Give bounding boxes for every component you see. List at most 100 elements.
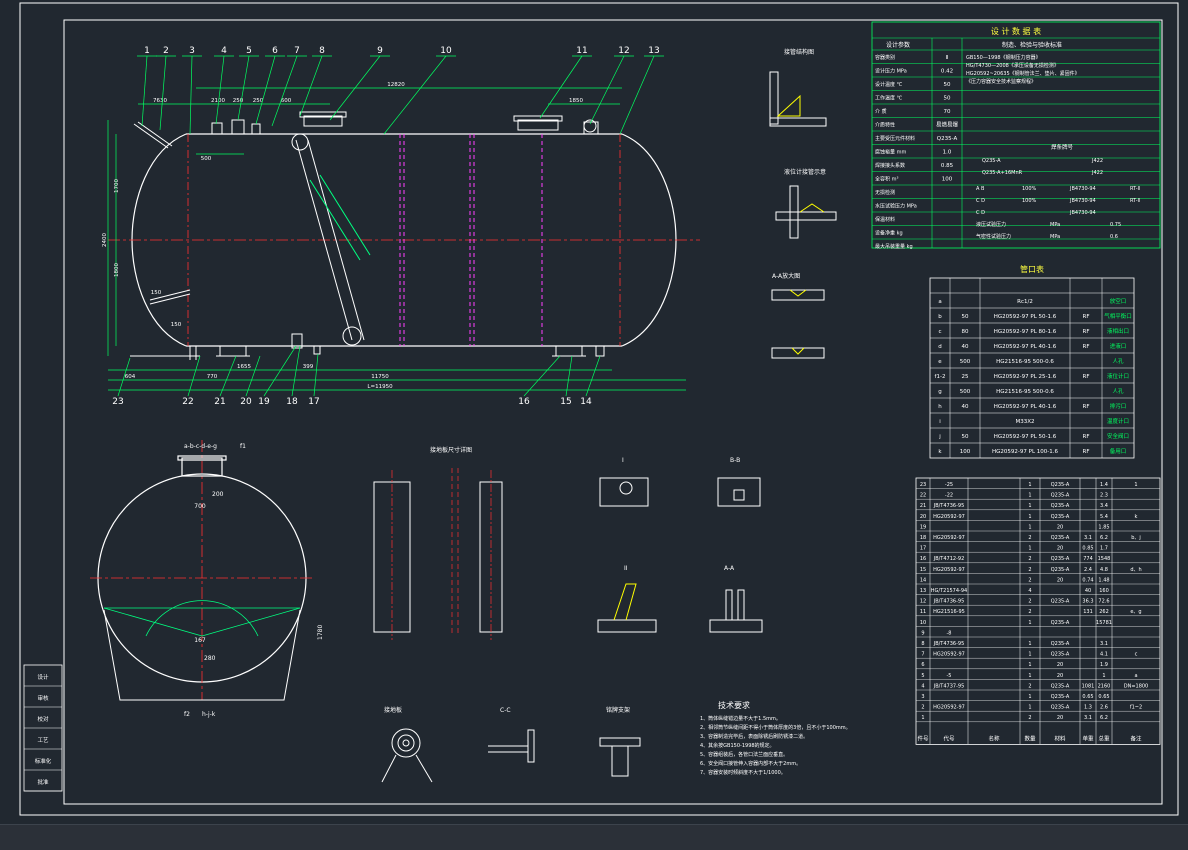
parts-cell: HG20592-97 xyxy=(933,652,965,658)
svg-text:a-b-c-d-e-g: a-b-c-d-e-g xyxy=(184,443,217,450)
parts-cell: 1 xyxy=(1028,694,1031,700)
weld-material: Q235-A+16MnR xyxy=(982,170,1023,176)
parts-cell: 20 xyxy=(1057,673,1063,679)
design-row-label: 全容积 m³ xyxy=(875,176,898,183)
svg-text:B-B: B-B xyxy=(730,457,740,464)
parts-cell: 0.65 xyxy=(1082,694,1093,700)
leader-line xyxy=(313,353,319,397)
nozzle-cell: 50 xyxy=(962,434,969,440)
tech-req-title: 技术要求 xyxy=(718,700,750,710)
nozzle-cell: 500 xyxy=(960,359,971,365)
parts-cell: 2 xyxy=(1028,715,1031,721)
part-number-bottom: 17 xyxy=(308,397,319,407)
design-row-value: 100 xyxy=(942,177,953,183)
part-number-bottom: 23 xyxy=(112,397,123,407)
parts-cell: 0.74 xyxy=(1082,577,1093,583)
design-row-label: 主要受压元件材料 xyxy=(875,135,915,142)
part-number-bottom: 22 xyxy=(182,397,193,407)
nozzle-cell: h xyxy=(938,404,942,410)
parts-cell: 1 xyxy=(1102,673,1105,679)
part-number-top: 11 xyxy=(576,46,587,56)
ndt-joint: C D xyxy=(976,210,985,216)
dim-12820: 12820 xyxy=(387,82,405,88)
parts-cell: JB/T4737-95 xyxy=(933,683,965,689)
leader-line xyxy=(237,55,250,121)
weld-seams xyxy=(399,134,543,346)
parts-cell: Q235-A xyxy=(1051,641,1070,647)
parts-header: 代号 xyxy=(943,734,955,742)
parts-cell: 4.8 xyxy=(1100,567,1108,573)
parts-cell: 1 xyxy=(1028,662,1031,668)
part-number-bottom: 20 xyxy=(240,397,252,407)
nozzle-cell: 40 xyxy=(962,404,969,410)
parts-header: 数量 xyxy=(1024,734,1036,742)
parts-cell: 1 xyxy=(1028,705,1031,711)
side-block-label: 工艺 xyxy=(37,737,49,744)
design-row-value: 70 xyxy=(944,109,951,115)
parts-cell: 6.2 xyxy=(1100,535,1108,541)
nozzle-cell: RF xyxy=(1083,314,1090,320)
part-number-top: 13 xyxy=(648,46,659,56)
parts-cell: 1 xyxy=(1028,641,1031,647)
parts-cell: 12 xyxy=(920,599,926,605)
ndt-joint: A B xyxy=(976,186,985,192)
dim-L11950: L=11950 xyxy=(367,384,393,390)
parts-cell: 1 xyxy=(1028,546,1031,552)
nozzle-cell: HG21516-95 500-0.6 xyxy=(996,389,1054,395)
nozzle-cell: 50 xyxy=(962,314,969,320)
part-number-bottom: 19 xyxy=(258,397,270,407)
dim-11750: 11750 xyxy=(371,374,389,380)
ndt-standard: JB4730-94 xyxy=(1069,210,1096,216)
parts-cell: f1~2 xyxy=(1130,705,1142,711)
parts-header: 材料 xyxy=(1054,734,1066,742)
ndt-standard: JB4730-94 xyxy=(1069,198,1096,204)
parts-cell: 1 xyxy=(1028,503,1031,509)
nozzle-cell: f1-2 xyxy=(935,374,946,380)
svg-text:A-A放大图: A-A放大图 xyxy=(772,272,800,280)
parts-cell: 1 xyxy=(1028,514,1031,520)
tech-req-line: 1、筒体纵缝错边量不大于1.5mm。 xyxy=(700,715,781,722)
parts-cell: JB/T4712-92 xyxy=(933,556,965,562)
parts-cell: 2 xyxy=(1028,535,1031,541)
tech-req-line: 4、其余按GB150-1998的规定。 xyxy=(700,742,775,749)
parts-cell: Q235-A xyxy=(1051,620,1070,626)
leader-line xyxy=(383,55,447,135)
level-gauge-nozzles xyxy=(130,121,200,360)
parts-cell: 1.85 xyxy=(1098,524,1109,530)
nozzle-cell: 80 xyxy=(962,329,969,335)
parts-cell: 21 xyxy=(920,503,926,509)
parts-cell: 20 xyxy=(1057,577,1063,583)
svg-text:A-A: A-A xyxy=(724,565,735,572)
dim-2100: 2100 xyxy=(211,98,225,104)
parts-cell: 22 xyxy=(920,493,926,499)
parts-cell: 17 xyxy=(920,546,926,552)
nozzle-cell: b xyxy=(938,314,942,320)
nozzle-cell: a xyxy=(938,299,941,305)
design-row-value: 1.0 xyxy=(943,150,952,156)
weld-material: Q235-A xyxy=(982,158,1001,164)
part-number-top: 7 xyxy=(294,46,300,56)
tech-req-line: 2、相邻筒节纵缝间距不得小于筒体厚度的3倍，且不小于100mm。 xyxy=(700,724,851,731)
parts-cell: 1 xyxy=(1028,524,1031,530)
parts-cell: 774 xyxy=(1083,556,1093,562)
parts-cell: 1 xyxy=(1028,493,1031,499)
parts-cell: 11 xyxy=(920,609,926,615)
parts-cell: 1081 xyxy=(1082,683,1095,689)
part-number-top: 10 xyxy=(440,46,452,56)
cad-drawing-canvas[interactable]: 设计审核校对工艺标准化批准 xyxy=(0,0,1188,824)
svg-text:f1: f1 xyxy=(240,443,246,450)
parts-cell: 160 xyxy=(1099,588,1109,594)
parts-cell: 2 xyxy=(1028,577,1031,583)
parts-cell: 72.6 xyxy=(1098,599,1109,605)
dim-2400: 2400 xyxy=(102,233,108,247)
leader-line xyxy=(299,55,323,117)
top-nozzles xyxy=(211,111,599,135)
parts-cell: a xyxy=(1134,673,1137,679)
parts-cell: DN=1800 xyxy=(1124,683,1149,689)
design-row-label: 无损检测 xyxy=(875,189,895,196)
parts-cell: 2 xyxy=(1028,567,1031,573)
nozzle-cell: RF xyxy=(1083,449,1090,455)
svg-text:II: II xyxy=(624,565,628,572)
svg-text:280: 280 xyxy=(204,655,216,662)
weld-rod: J422 xyxy=(1091,158,1103,164)
